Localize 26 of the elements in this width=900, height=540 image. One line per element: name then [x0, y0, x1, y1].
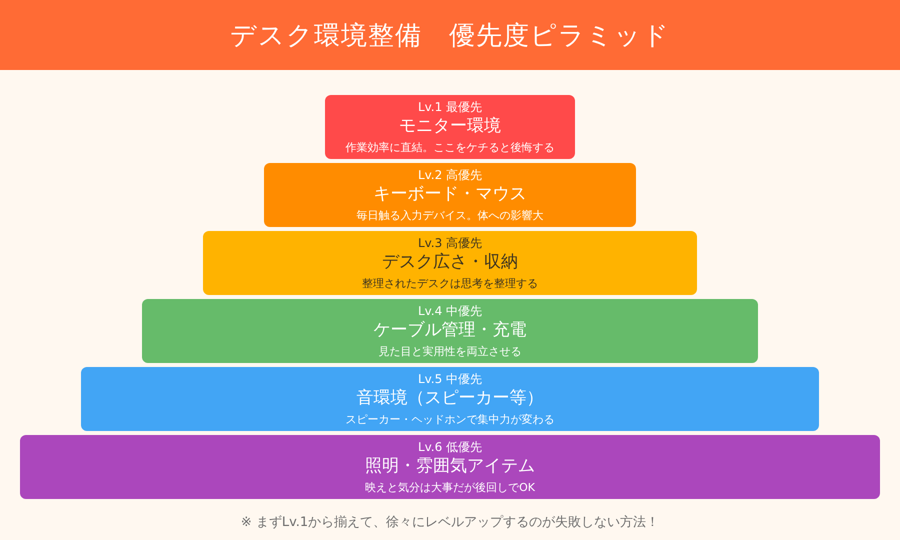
- priority-band: [203, 231, 697, 295]
- priority-band: [81, 367, 819, 431]
- band-title: 照明・雰囲気アイテム: [365, 456, 535, 477]
- level-label: Lv.2 高優先: [418, 168, 482, 182]
- level-label: Lv.3 高優先: [418, 236, 482, 250]
- band-title: キーボード・マウス: [374, 184, 526, 205]
- band-title: ケーブル管理・充電: [374, 320, 526, 341]
- diagram-title: デスク環境整備 優先度ピラミッド: [230, 20, 670, 52]
- band-description: 整理されたデスクは思考を整理する: [362, 276, 538, 290]
- band-description: 見た目と実用性を両立させる: [378, 344, 522, 358]
- footnote-text: ※ まずLv.1から揃えて、徐々にレベルアップするのが失敗しない方法！: [240, 515, 660, 530]
- priority-band: [264, 163, 636, 227]
- level-label: Lv.1 最優先: [418, 100, 482, 114]
- priority-band: [20, 435, 880, 499]
- band-title: デスク広さ・収納: [382, 252, 518, 273]
- level-label: Lv.5 中優先: [418, 372, 482, 386]
- band-title: モニター環境: [399, 116, 501, 137]
- level-label: Lv.6 低優先: [418, 440, 482, 454]
- priority-band: [142, 299, 758, 363]
- band-description: 作業効率に直結。ここをケチると後悔する: [346, 140, 554, 154]
- band-title: 音環境（スピーカー等）: [356, 388, 544, 409]
- band-description: スピーカー・ヘッドホンで集中力が変わる: [346, 412, 554, 426]
- band-description: 映えと気分は大事だが後回しでOK: [365, 480, 535, 494]
- priority-band: [325, 95, 575, 159]
- band-description: 毎日触る入力デバイス。体への影響大: [356, 208, 544, 222]
- level-label: Lv.4 中優先: [418, 304, 482, 318]
